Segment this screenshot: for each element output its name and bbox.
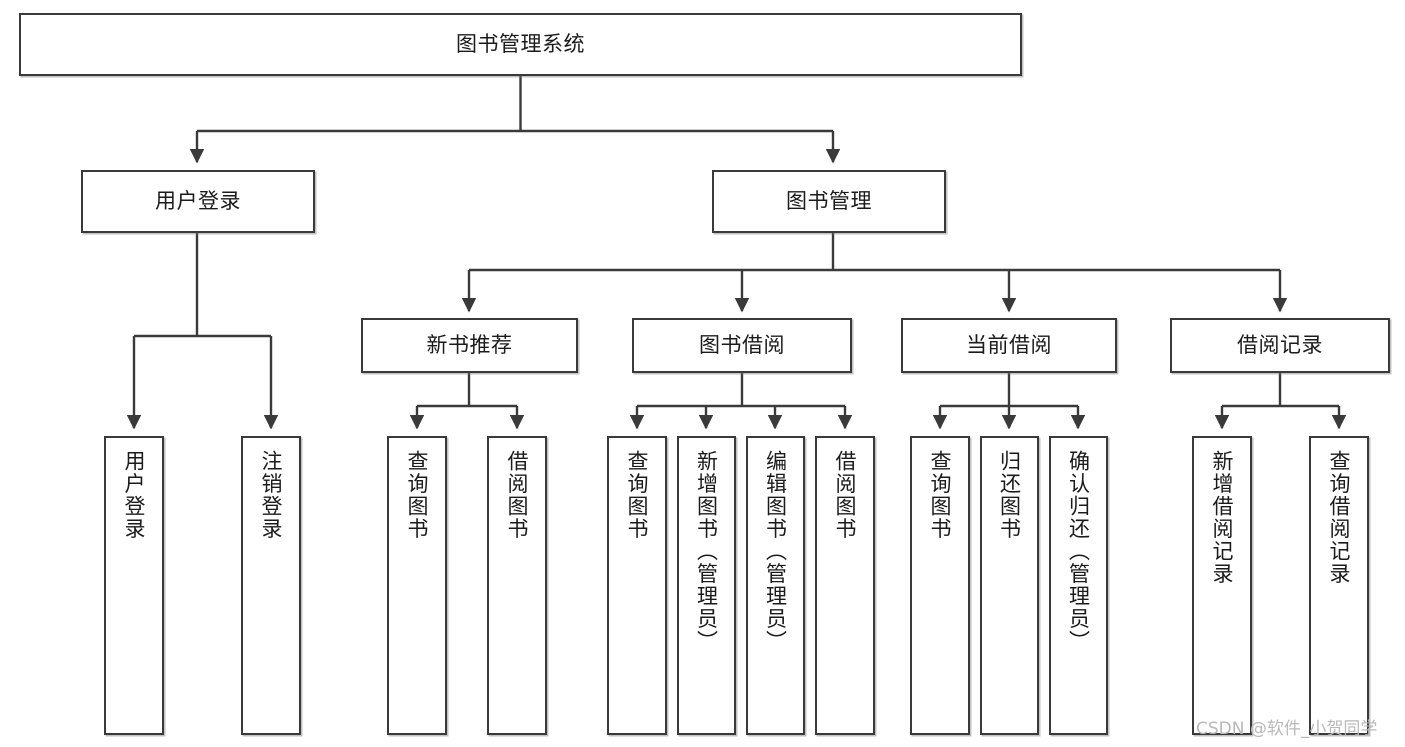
watermark-text: CSDN @软件_小贺同学 — [1196, 719, 1378, 739]
node-label: 查询借阅记录 — [1327, 450, 1352, 585]
node-root-system[interactable]: 图书管理系统 — [19, 13, 1022, 76]
node-book-borrow[interactable]: 图书借阅 — [632, 318, 852, 373]
leaf-borrow-book[interactable]: 借阅图书 — [815, 436, 875, 735]
leaf-add-borrow-record[interactable]: 新增借阅记录 — [1192, 436, 1252, 735]
node-label: 当前借阅 — [966, 333, 1052, 358]
leaf-query-book-recommend[interactable]: 查询图书 — [387, 436, 447, 735]
node-label: 查询图书 — [405, 450, 430, 540]
node-new-book-recommend[interactable]: 新书推荐 — [361, 318, 578, 373]
node-label: 新增图书（管理员） — [694, 450, 719, 653]
node-label: 借阅图书 — [505, 450, 530, 540]
leaf-add-book-admin[interactable]: 新增图书（管理员） — [677, 436, 736, 735]
leaf-borrow-book-recommend[interactable]: 借阅图书 — [487, 436, 547, 735]
node-label: 编辑图书（管理员） — [763, 450, 788, 653]
leaf-user-logout[interactable]: 注销登录 — [241, 436, 301, 735]
node-label: 图书管理系统 — [456, 32, 585, 57]
node-label: 查询图书 — [625, 450, 650, 540]
node-label: 查询图书 — [928, 450, 953, 540]
node-label: 借阅记录 — [1237, 333, 1323, 358]
leaf-user-login[interactable]: 用户登录 — [104, 436, 164, 735]
leaf-confirm-return-admin[interactable]: 确认归还（管理员） — [1049, 436, 1108, 735]
node-label: 借阅图书 — [833, 450, 858, 540]
node-label: 新书推荐 — [426, 333, 513, 358]
node-book-management[interactable]: 图书管理 — [712, 170, 946, 233]
node-label: 图书管理 — [786, 189, 872, 214]
node-label: 新增借阅记录 — [1210, 450, 1235, 585]
node-label: 用户登录 — [122, 450, 147, 540]
node-user-login[interactable]: 用户登录 — [81, 170, 315, 233]
leaf-query-borrow-record[interactable]: 查询借阅记录 — [1309, 436, 1369, 735]
leaf-edit-book-admin[interactable]: 编辑图书（管理员） — [746, 436, 805, 735]
leaf-query-book-borrow[interactable]: 查询图书 — [607, 436, 667, 735]
node-current-borrow[interactable]: 当前借阅 — [901, 318, 1117, 373]
node-label: 确认归还（管理员） — [1066, 450, 1091, 653]
node-borrow-records[interactable]: 借阅记录 — [1170, 318, 1390, 373]
node-label: 注销登录 — [259, 450, 284, 540]
node-label: 归还图书 — [997, 450, 1022, 540]
node-label: 用户登录 — [155, 189, 241, 214]
node-label: 图书借阅 — [699, 333, 785, 358]
leaf-return-book[interactable]: 归还图书 — [980, 436, 1039, 735]
leaf-query-book-current[interactable]: 查询图书 — [910, 436, 970, 735]
